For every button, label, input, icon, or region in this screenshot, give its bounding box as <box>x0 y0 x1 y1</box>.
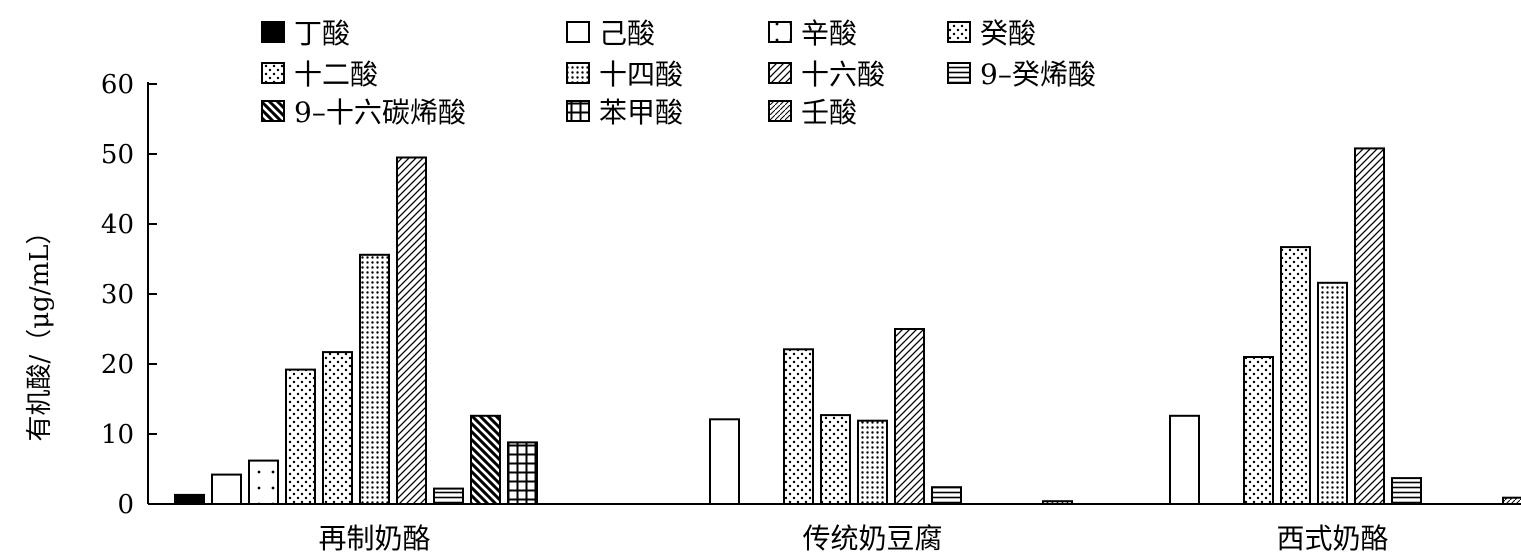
bar <box>1502 496 1521 506</box>
y-tick-label: 40 <box>101 210 134 240</box>
legend-swatch <box>768 100 792 122</box>
legend-label: 十二酸 <box>294 58 378 91</box>
legend-swatch <box>261 100 285 122</box>
y-tick-label: 20 <box>101 350 134 380</box>
bar <box>931 486 962 506</box>
legend-swatch <box>947 62 971 84</box>
legend-swatch <box>768 21 792 43</box>
bars <box>174 147 1521 506</box>
bar <box>1317 281 1348 505</box>
bar <box>507 441 538 505</box>
legend-swatch <box>947 21 971 43</box>
bar <box>359 253 390 505</box>
legend-label: 9–癸烯酸 <box>980 58 1096 91</box>
y-axis: 0 10 20 30 40 50 60 <box>101 70 157 520</box>
bar <box>1354 147 1385 505</box>
legend-swatch <box>566 62 590 84</box>
bar <box>433 487 464 506</box>
bar <box>709 418 740 505</box>
legend-label: 癸酸 <box>980 17 1036 50</box>
bar <box>211 473 242 506</box>
legend-label: 丁酸 <box>294 17 350 50</box>
bar <box>857 419 888 506</box>
y-tick-label: 50 <box>101 140 134 170</box>
bar <box>894 328 925 505</box>
legend-label: 苯甲酸 <box>599 96 683 129</box>
x-tick-label: 西式奶酪 <box>1276 522 1388 555</box>
x-axis: 再制奶酪 传统奶豆腐 西式奶酪 <box>148 503 1508 555</box>
bar <box>470 414 501 505</box>
y-tick-label: 10 <box>101 420 134 450</box>
bar <box>820 414 851 506</box>
x-tick-label: 再制奶酪 <box>318 522 430 555</box>
legend-label: 辛酸 <box>801 17 857 50</box>
legend-swatch <box>261 21 285 43</box>
bar <box>396 156 427 505</box>
legend-label: 己酸 <box>599 17 655 50</box>
legend-swatch <box>768 62 792 84</box>
bar <box>248 459 279 506</box>
legend-label: 十六酸 <box>801 58 885 91</box>
legend-label: 壬酸 <box>801 96 857 129</box>
legend-swatch <box>261 62 285 84</box>
bar <box>1169 414 1200 505</box>
y-tick-label: 60 <box>101 70 134 100</box>
bar <box>1280 246 1311 505</box>
y-tick-label: 0 <box>117 490 134 520</box>
bar <box>1243 356 1274 505</box>
legend-label: 9–十六碳烯酸 <box>294 96 466 129</box>
legend-swatch <box>566 21 590 43</box>
bar <box>1391 477 1422 506</box>
bar <box>322 351 353 505</box>
legend-label: 十四酸 <box>599 58 683 91</box>
y-axis-label: 有机酸/（μg/mL） <box>25 219 55 442</box>
legend-swatch <box>566 100 590 122</box>
y-tick-label: 30 <box>101 280 134 310</box>
bar <box>174 493 205 505</box>
bar <box>783 348 814 505</box>
x-tick-label: 传统奶豆腐 <box>802 522 942 555</box>
bar <box>285 368 316 505</box>
